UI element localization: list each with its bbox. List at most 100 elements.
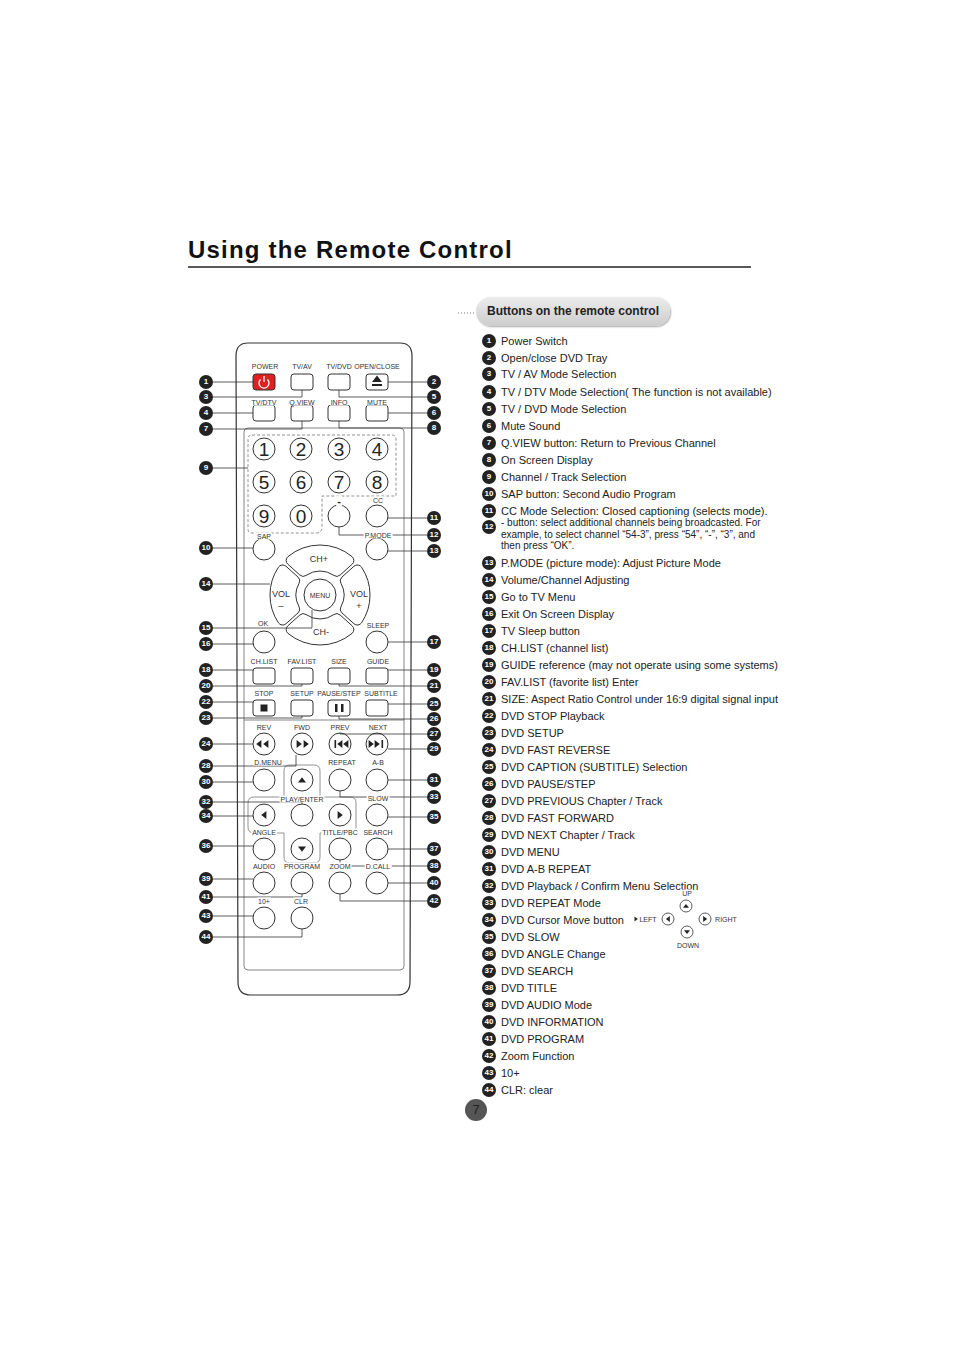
callout-number: 26 (427, 712, 441, 726)
callout-number: 43 (482, 1066, 496, 1080)
button-description: DVD NEXT Chapter / Track (501, 830, 635, 841)
callout-number: 22 (199, 695, 213, 709)
callout-number: 24 (482, 743, 496, 757)
button-description: Q.VIEW button: Return to Previous Channe… (501, 438, 716, 449)
callout-number: 17 (482, 624, 496, 638)
callout-number: 41 (199, 890, 213, 904)
button-description: DVD FAST REVERSE (501, 745, 610, 756)
button-label: 10+ (257, 898, 271, 905)
round-button (290, 505, 312, 527)
button-glyph (256, 740, 261, 748)
remote-body (236, 343, 412, 995)
leader-line (213, 816, 253, 817)
round-button (291, 872, 313, 894)
leader-line (213, 879, 253, 880)
button-glyph (263, 740, 268, 748)
leader-line (213, 584, 270, 585)
button-label: D.MENU (253, 759, 283, 766)
digit-group-outline (248, 435, 396, 533)
leader-line (388, 817, 427, 818)
direction-label: RIGHT (714, 916, 738, 923)
callout-number: 2 (427, 375, 441, 389)
button-label: TV/AV (291, 363, 313, 370)
round-button (253, 471, 275, 493)
callout-number: 23 (199, 711, 213, 725)
button-description: DVD A-B REPEAT (501, 864, 591, 875)
callout-number: 32 (482, 879, 496, 893)
button-label: SLEEP (366, 622, 391, 629)
button-description: SAP button: Second Audio Program (501, 489, 676, 500)
button-glyph (369, 740, 374, 748)
button-description: DVD INFORMATION (501, 1017, 603, 1028)
rect-button (366, 700, 388, 716)
round-button (253, 438, 275, 460)
round-button (366, 505, 388, 527)
round-button (366, 438, 388, 460)
callout-number: 8 (427, 421, 441, 435)
callout-number: 24 (199, 737, 213, 751)
button-description: Volume/Channel Adjusting (501, 575, 629, 586)
callout-number: 20 (199, 679, 213, 693)
round-button (253, 505, 275, 527)
button-label: OK (257, 620, 269, 627)
callout-number: 36 (199, 839, 213, 853)
round-button (253, 631, 275, 653)
callout-number: 12 (482, 520, 496, 534)
callout-number: 6 (482, 419, 496, 433)
illustration (188, 267, 751, 995)
callout-number: 44 (199, 930, 213, 944)
button-glyph (335, 740, 337, 748)
leader-line (213, 684, 302, 686)
callout-number: 19 (482, 658, 496, 672)
callout-number: 29 (427, 742, 441, 756)
button-description: Zoom Function (501, 1051, 574, 1062)
button-description: DVD PAUSE/STEP (501, 779, 596, 790)
button-label: SLOW (367, 795, 390, 802)
round-button (328, 438, 350, 460)
button-description: DVD FAST FORWARD (501, 813, 614, 824)
leader-line (213, 610, 312, 628)
callout-number: 43 (199, 909, 213, 923)
round-button (329, 804, 351, 826)
callout-number: 21 (427, 679, 441, 693)
digit-label: 4 (372, 440, 383, 459)
callout-number: 4 (482, 385, 496, 399)
round-button (291, 838, 313, 860)
callout-number: 38 (427, 859, 441, 873)
remote-inner-panel (244, 428, 404, 970)
digit-label: 0 (296, 507, 307, 526)
round-button (329, 769, 351, 791)
rect-button (366, 405, 388, 421)
button-label: Q.VIEW (288, 399, 315, 406)
callout-number: 30 (199, 775, 213, 789)
button-glyph (343, 740, 348, 748)
menu-button (304, 579, 336, 611)
digit-label: 5 (259, 473, 270, 492)
button-description: DVD SLOW (501, 932, 560, 943)
round-button (253, 907, 275, 929)
button-label: TITLE/PBC (321, 829, 358, 836)
nav-key (286, 614, 354, 645)
button-label: FWD (293, 724, 311, 731)
callout-number: 17 (427, 635, 441, 649)
button-description: DVD ANGLE Change (501, 949, 606, 960)
callout-number: 30 (482, 845, 496, 859)
nav-key (340, 565, 370, 625)
callout-number: 34 (199, 809, 213, 823)
callout-number: 15 (482, 590, 496, 604)
callout-number: 40 (482, 1015, 496, 1029)
round-button (253, 872, 275, 894)
leader-line (388, 849, 427, 850)
button-label: SAP (256, 533, 272, 540)
button-label: NEXT (368, 724, 389, 731)
callout-number: 33 (427, 790, 441, 804)
callout-number: 26 (482, 777, 496, 791)
button-label: REPEAT (327, 759, 357, 766)
button-glyph (382, 740, 384, 748)
button-label: AUDIO (252, 863, 276, 870)
rect-button (328, 668, 350, 684)
button-description: DVD STOP Playback (501, 711, 605, 722)
button-description: - button: select additional channels bei… (501, 517, 773, 552)
rect-button (366, 668, 388, 684)
rect-button (253, 374, 275, 390)
